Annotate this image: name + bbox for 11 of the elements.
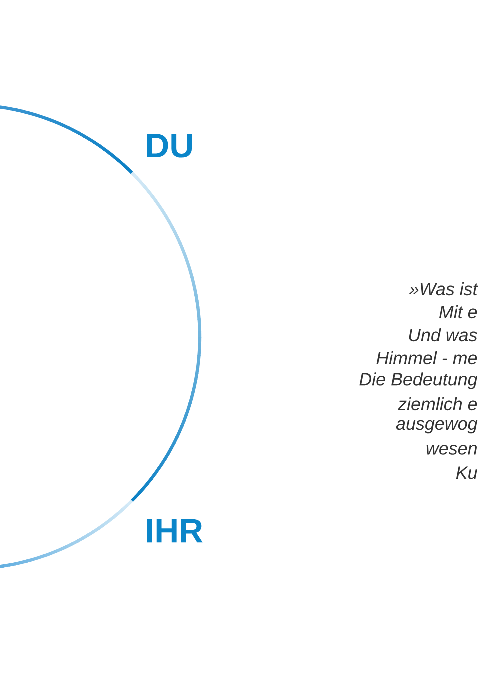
quote-line: Die Bedeutung [360, 372, 478, 390]
quote-line: ausgewog [396, 420, 478, 434]
quote-line: Ku [456, 466, 478, 480]
quote-line: Und was [409, 328, 478, 342]
quote-line: wesen [426, 445, 477, 455]
quote-line: ziemlich e [398, 397, 478, 411]
heading-label: DU [147, 134, 192, 158]
quote-line: »Was ist [409, 282, 478, 296]
heading-label: IHR [147, 519, 203, 543]
quote-line: Himmel - me [376, 351, 478, 365]
quote-line: Mit e [439, 305, 478, 319]
